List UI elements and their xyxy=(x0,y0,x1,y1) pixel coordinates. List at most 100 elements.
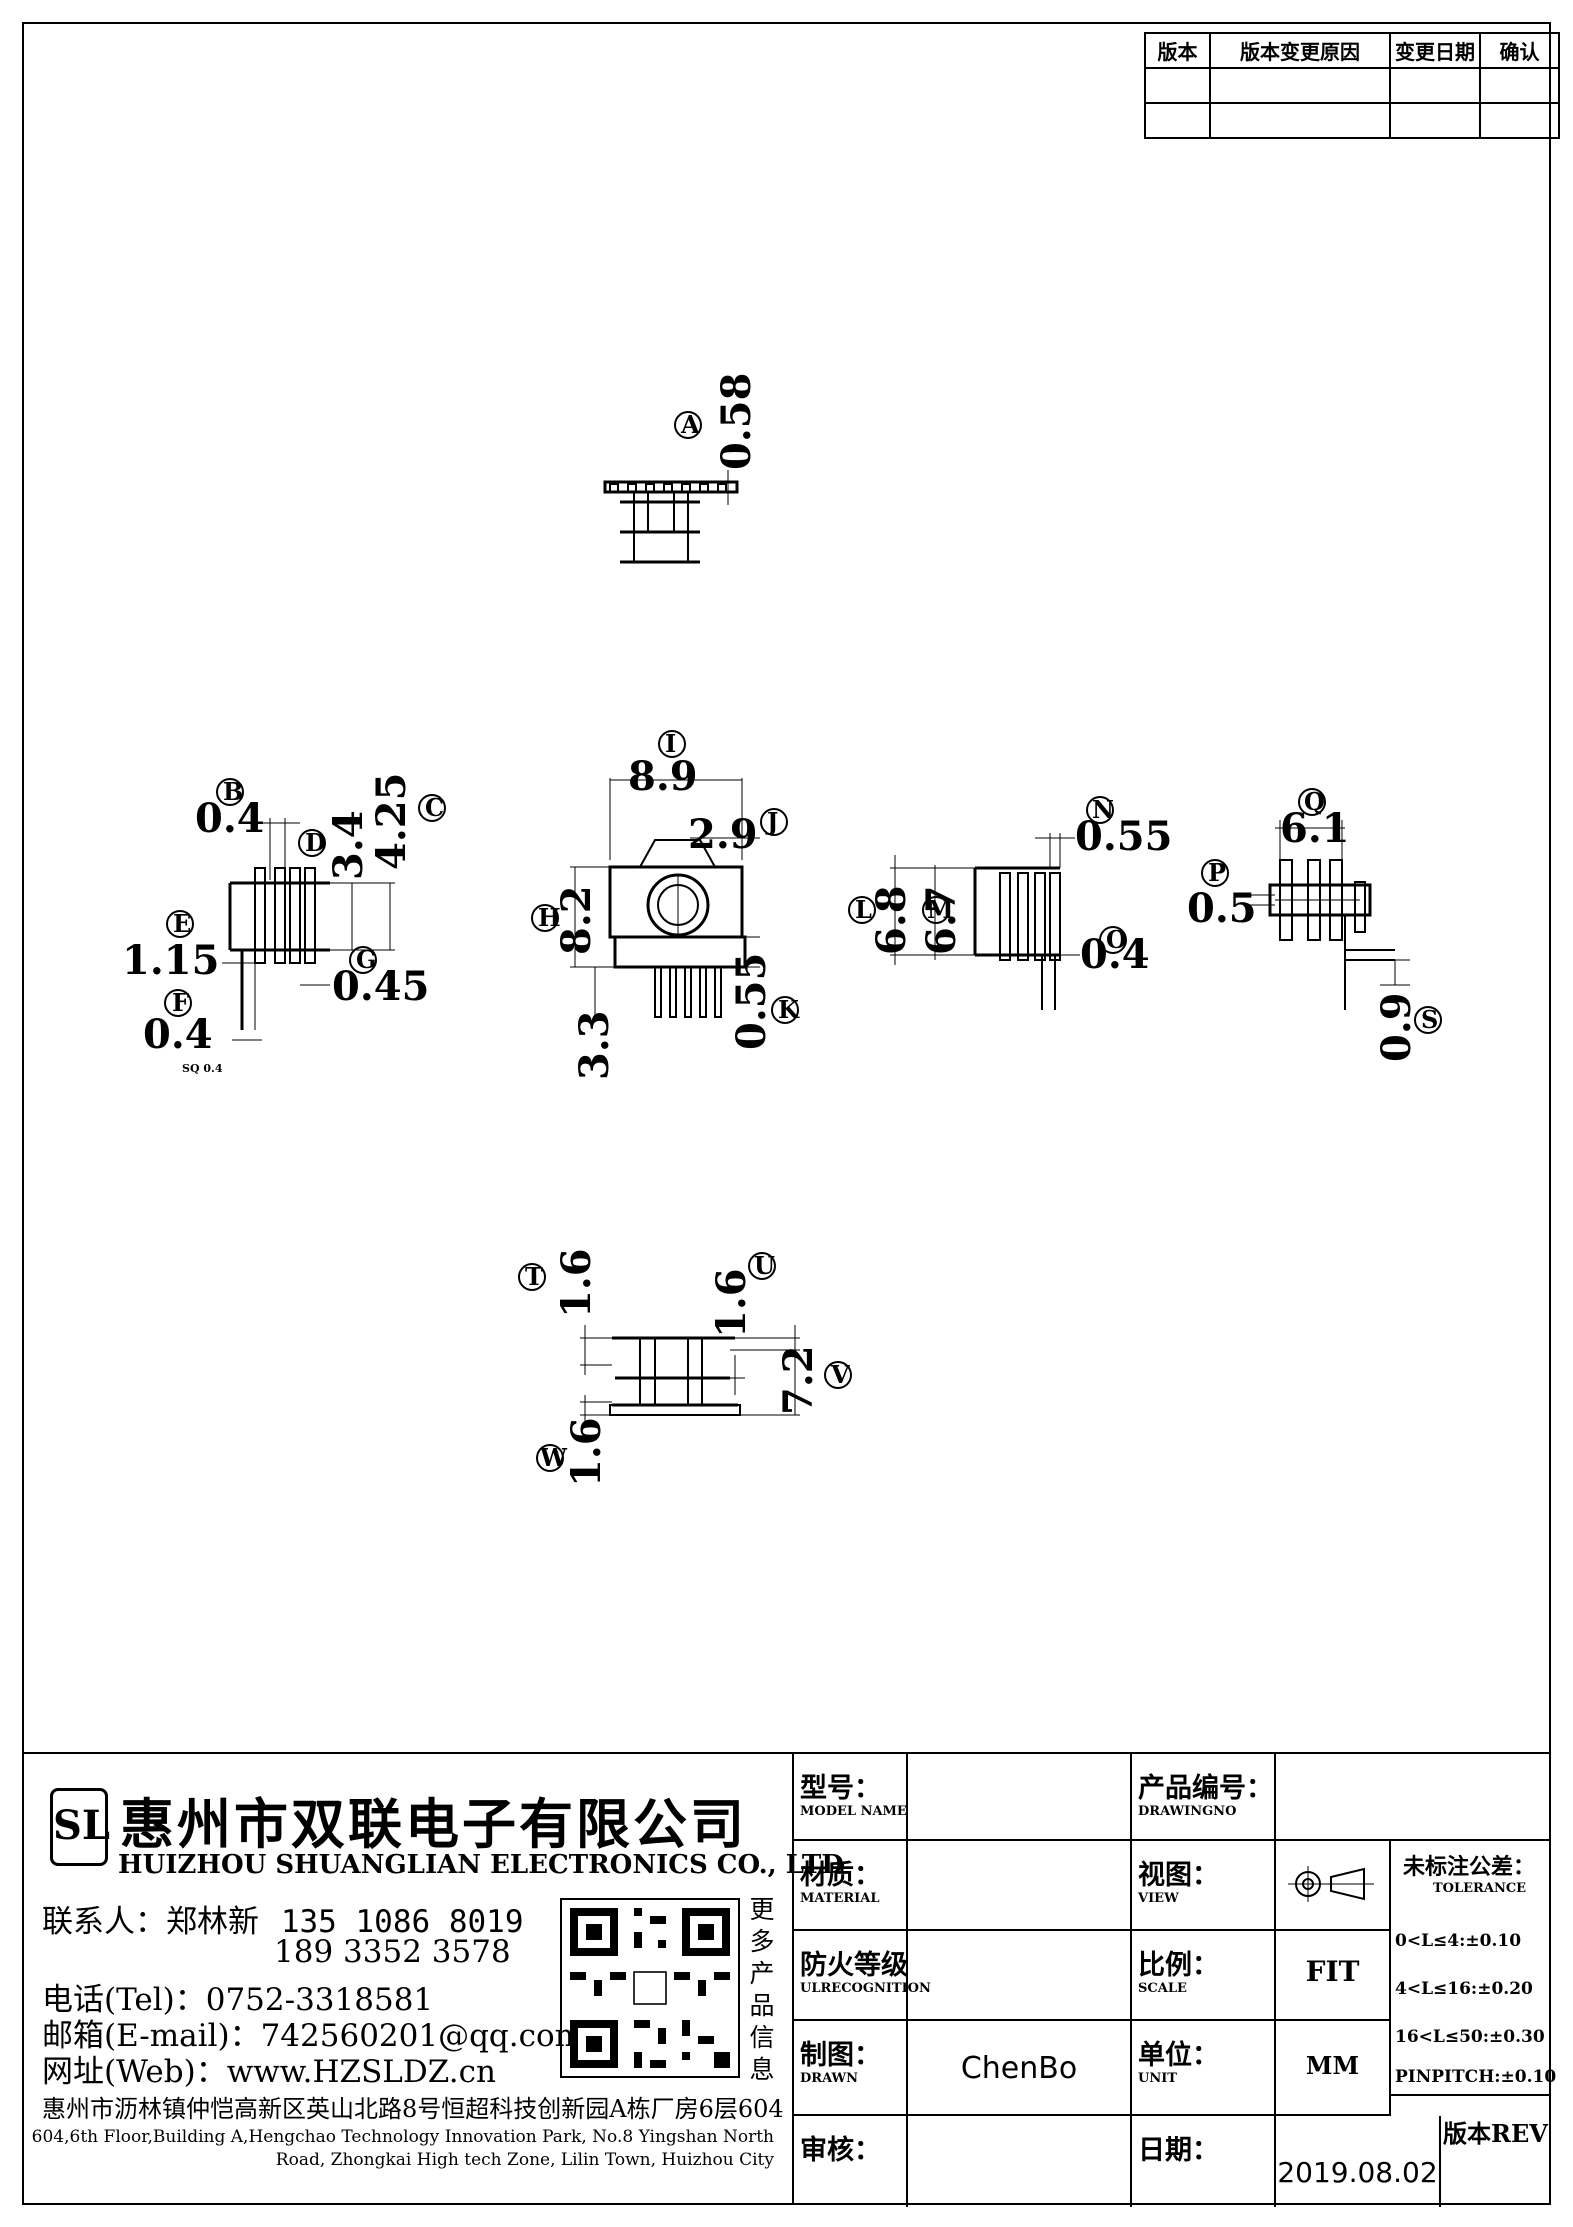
date-value: 2019.08.02 xyxy=(1277,2156,1438,2189)
rev-cell: 版本REV xyxy=(1441,2096,1551,2207)
contact-label: 联系人：郑林新 xyxy=(42,1904,259,1940)
email: 邮箱(E-mail)：742560201@qq.com xyxy=(42,2018,585,2054)
drawn-label-cell: 制图： DRAWN xyxy=(794,2021,908,2116)
drawn-value: ChenBo xyxy=(960,2051,1078,2086)
revision-table: 版本 版本变更原因 变更日期 确认 xyxy=(1144,32,1560,139)
date-label-cell: 日期： xyxy=(1132,2116,1276,2207)
model-value-cell xyxy=(908,1754,1132,1841)
drawing-no-label-en: DRAWINGNO xyxy=(1138,1804,1237,1819)
dim-V-value: 7.2 xyxy=(775,1345,822,1415)
contact-person: 联系人：郑林新 135 1086 8019 xyxy=(42,1896,524,1941)
scale-label: 比例： xyxy=(1138,1950,1219,1981)
label-T: T xyxy=(525,1262,543,1291)
company-name-cn: 惠州市双联电子有限公司 xyxy=(120,1792,747,1856)
check-label-cell: 审核： xyxy=(794,2116,908,2207)
scale-label-en: SCALE xyxy=(1138,1981,1187,1996)
check-label: 审核： xyxy=(800,2135,881,2166)
tolerance-2: 4<L≤16:±0.20 xyxy=(1395,1979,1533,1999)
unit-value-cell: MM xyxy=(1276,2021,1391,2116)
dim-N-value: 0.55 xyxy=(1075,813,1172,860)
date-value-cell: 2019.08.02 xyxy=(1276,2116,1441,2207)
dim-S-value: 0.9 xyxy=(1373,992,1420,1062)
address-en-line1: 604,6th Floor,Building A,Hengchao Techno… xyxy=(31,2127,774,2147)
side-view: Q P S 6.1 0.5 0.9 xyxy=(1187,787,1442,1062)
drawing-no-value-cell xyxy=(1276,1754,1551,1841)
bottom-view: T U V W 1.6 1.6 7.2 1.6 xyxy=(518,1248,852,1487)
label-S: S xyxy=(1421,1005,1438,1034)
qr-code xyxy=(560,1898,740,2078)
tolerance-3: 16<L≤50:±0.30 xyxy=(1395,2027,1545,2047)
dim-D-value: 3.4 xyxy=(325,810,372,880)
phone-1: 135 1086 8019 xyxy=(280,1904,524,1940)
drawn-value-cell: ChenBo xyxy=(908,2021,1132,2116)
dim-E-value: 1.15 xyxy=(122,937,219,984)
label-P: P xyxy=(1208,858,1226,887)
label-E: E xyxy=(173,909,191,938)
scale-label-cell: 比例： SCALE xyxy=(1132,1931,1276,2021)
rev-cell xyxy=(1389,67,1481,104)
material-value-cell xyxy=(908,1841,1132,1931)
view-symbol-cell xyxy=(1276,1841,1391,1931)
unit-label: 单位： xyxy=(1138,2040,1219,2071)
dim-K-value: 0.55 xyxy=(728,953,775,1050)
dim-F-value: 0.4 xyxy=(143,1011,213,1058)
dim-P-value: 0.5 xyxy=(1187,885,1257,932)
company-name-en: HUIZHOU SHUANGLIAN ELECTRONICS CO., LTD xyxy=(118,1850,844,1880)
label-O: O xyxy=(1106,925,1127,954)
unit-label-cell: 单位： UNIT xyxy=(1132,2021,1276,2116)
date-label: 日期： xyxy=(1138,2135,1219,2166)
info-grid: 型号： MODEL NAME 产品编号： DRAWINGNO 材质： MATER… xyxy=(794,1752,1556,2207)
top-view: A 0.58 xyxy=(603,373,760,564)
label-H: H xyxy=(538,903,561,932)
label-G: G xyxy=(356,945,377,974)
rev-header-version: 版本 xyxy=(1144,32,1211,69)
rev-cell xyxy=(1479,67,1560,104)
dim-T-value: 1.6 xyxy=(553,1248,600,1318)
label-K: K xyxy=(778,995,800,1024)
label-M: M xyxy=(927,895,954,924)
rev-cell xyxy=(1479,102,1560,139)
pin-note: SQ 0.4 xyxy=(182,1062,223,1075)
dim-M-value: 6.7 xyxy=(918,885,965,955)
label-B: B xyxy=(223,777,243,806)
address-en-line2: Road, Zhongkai High tech Zone, Lilin Tow… xyxy=(275,2150,774,2170)
tolerance-label-en: TOLERANCE xyxy=(1433,1881,1527,1896)
unit-value: MM xyxy=(1305,2051,1360,2080)
material-label-cell: 材质： MATERIAL xyxy=(794,1841,908,1931)
tel: 电话(Tel)：0752-3318581 xyxy=(42,1982,434,2018)
label-L: L xyxy=(855,895,872,924)
drawn-label: 制图： xyxy=(800,2040,881,2071)
view-label-cell: 视图： VIEW xyxy=(1132,1841,1276,1931)
dim-L-value: 6.8 xyxy=(868,885,915,955)
label-I: I xyxy=(665,729,676,758)
rev-cell xyxy=(1144,67,1211,104)
dim-H-value: 8.2 xyxy=(553,885,600,955)
projection-symbol-icon xyxy=(1288,1866,1374,1902)
label-W: W xyxy=(539,1443,568,1472)
view-label: 视图： xyxy=(1138,1860,1219,1891)
scale-value: FIT xyxy=(1305,1955,1360,1988)
view-label-en: VIEW xyxy=(1138,1891,1179,1906)
address-cn: 惠州市沥林镇仲恺高新区英山北路8号恒超科技创新园A栋厂房6层604 xyxy=(42,2095,784,2123)
tolerance-4: PINPITCH:±0.10 xyxy=(1395,2067,1557,2087)
rev-label: 版本REV xyxy=(1443,2119,1548,2148)
tolerance-label: 未标注公差： xyxy=(1403,1854,1536,1880)
unit-label-en: UNIT xyxy=(1138,2071,1177,2086)
rev-header-confirm: 确认 xyxy=(1479,32,1560,69)
dim-J-value: 2.9 xyxy=(688,811,758,858)
rev-header-date: 变更日期 xyxy=(1389,32,1481,69)
dim-Q-value: 6.1 xyxy=(1280,805,1350,852)
tolerance-cell: 未标注公差： TOLERANCE 0<L≤4:±0.10 4<L≤16:±0.2… xyxy=(1391,1841,1556,2096)
model-label-en: MODEL NAME xyxy=(800,1804,907,1819)
technical-drawing: A 0.58 B D C E G F xyxy=(122,373,1442,1487)
label-Q: Q xyxy=(1304,787,1325,816)
model-label: 型号： xyxy=(800,1773,881,1804)
label-U: U xyxy=(754,1251,775,1280)
right-view: N L M O 0.55 0.4 6.8 6.7 xyxy=(848,795,1172,1010)
label-A-circle xyxy=(674,411,702,439)
dim-U-value: 1.6 xyxy=(708,1268,755,1338)
material-label: 材质： xyxy=(800,1860,881,1891)
dim-G-value: 0.45 xyxy=(332,963,429,1010)
dim-W-value: 1.6 xyxy=(563,1417,610,1487)
label-N: N xyxy=(1092,795,1114,824)
